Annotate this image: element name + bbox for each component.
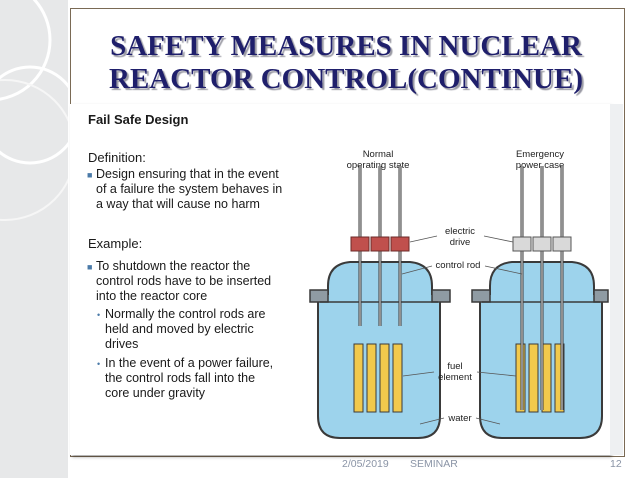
text-line: the control rods fall into the (105, 371, 256, 385)
label-electric-drive: drive (450, 237, 471, 248)
text-line: a way that will cause no harm (96, 197, 260, 211)
electric-drive (350, 236, 370, 252)
sub-bullet-icon: • (97, 310, 101, 320)
label-emergency: Emergency (516, 149, 564, 160)
footer-center: SEMINAR (410, 458, 458, 470)
fuel-element (554, 343, 565, 413)
electric-drive-off (532, 236, 552, 252)
definition-label: Definition: (88, 150, 146, 165)
reactor-normal (309, 166, 451, 439)
footer-page-number: 12 (610, 458, 622, 470)
fuel-element (379, 343, 390, 413)
label-water: water (447, 413, 471, 424)
right-edge-strip (610, 104, 623, 455)
vessel-flange-right (431, 289, 451, 303)
electric-drive-off (552, 236, 572, 252)
fuel-element (366, 343, 377, 413)
section-heading: Fail Safe Design (88, 112, 189, 127)
bullet-icon: ■ (87, 170, 93, 180)
fuel-element (528, 343, 539, 413)
leader-line (476, 371, 517, 377)
text-line: In the event of a power failure, (105, 356, 274, 370)
text-line: of a failure the system behaves in (96, 182, 283, 196)
label-fuel-element: fuel (447, 361, 462, 372)
sub-bullet-1-text: Normally the control rods are held and m… (105, 307, 265, 352)
fuel-element (392, 343, 403, 413)
label-electric-drive: electric (445, 226, 475, 237)
text-line: into the reactor core (96, 289, 208, 303)
example-text: To shutdown the reactor the control rods… (96, 259, 271, 304)
leader-line (402, 371, 435, 377)
reactor-diagram: Normal operating state Emergency power c… (309, 149, 609, 439)
vessel-flange-left (471, 289, 491, 303)
leader-line (484, 265, 523, 275)
content-image: Fail Safe Design Definition: ■ Design en… (70, 104, 610, 455)
text-line: control rods have to be inserted (96, 274, 272, 288)
footer-date: 2/05/2019 (342, 458, 389, 470)
sub-bullet-icon: • (97, 359, 101, 369)
text-line: core under gravity (105, 386, 206, 400)
electric-drive (390, 236, 410, 252)
vessel-flange-left (309, 289, 329, 303)
reactor-emergency (471, 166, 609, 439)
left-decoration-panel (0, 0, 80, 478)
electric-drive (370, 236, 390, 252)
leader-line (401, 265, 433, 275)
title-line-1: SAFETY MEASURES IN NUCLEAR (110, 30, 582, 62)
leader-line (483, 235, 514, 243)
electric-drive-off (512, 236, 532, 252)
bullet-icon: ■ (87, 262, 93, 272)
text-line: To shutdown the reactor the (96, 259, 251, 273)
label-control-rod: control rod (436, 260, 481, 271)
text-line: drives (105, 337, 139, 351)
leader-line (419, 417, 445, 425)
example-label: Example: (88, 236, 143, 251)
decorative-circles (0, 0, 80, 221)
slide-title: SAFETY MEASURES IN NUCLEAR REACTOR CONTR… (72, 30, 620, 96)
fuel-element (353, 343, 364, 413)
sub-bullet-2-text: In the event of a power failure, the con… (105, 356, 273, 401)
leader-line (409, 235, 438, 243)
label-normal: operating state (347, 160, 410, 171)
label-emergency: power case (516, 160, 565, 171)
vessel-flange-right (593, 289, 609, 303)
title-line-2: REACTOR CONTROL(CONTINUE) (109, 63, 583, 95)
label-normal: Normal (363, 149, 394, 160)
leader-line (475, 417, 501, 425)
definition-text: Design ensuring that in the event of a f… (96, 167, 282, 212)
text-line: Design ensuring that in the event (96, 167, 279, 181)
text-line: Normally the control rods are (105, 307, 266, 321)
label-fuel-element: element (438, 372, 472, 383)
text-line: held and moved by electric (105, 322, 254, 336)
